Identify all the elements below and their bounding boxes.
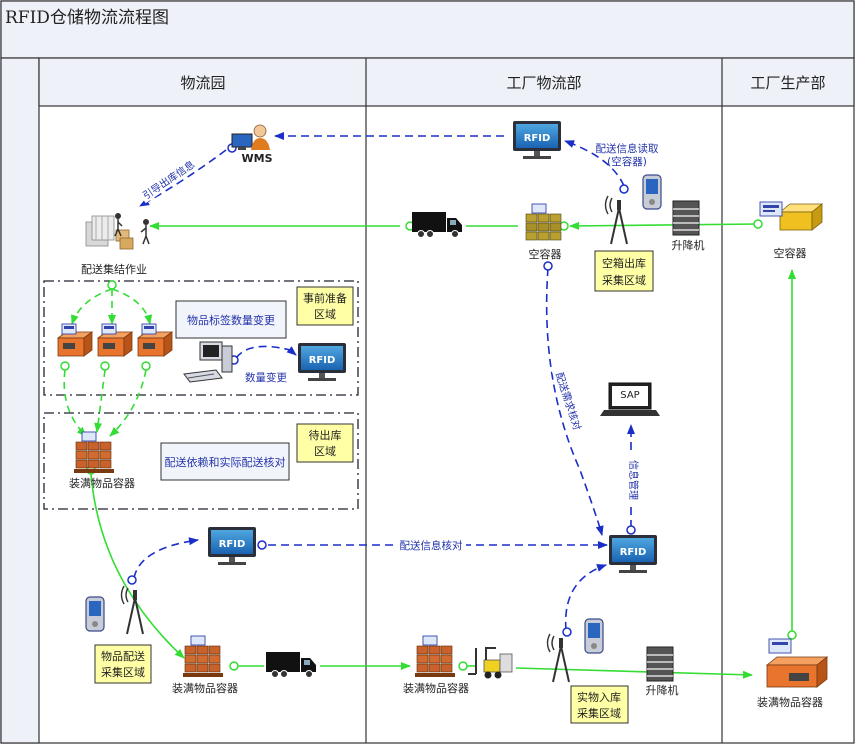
full-container-label-2: 装满物品容器: [172, 681, 238, 695]
lane-header-wuliuyuan: 物流园: [180, 74, 225, 92]
empty-container-label-right: 空容器: [774, 246, 807, 260]
pda-bottom-right-icon: [584, 618, 604, 654]
rfid-label-small: RFID: [309, 355, 336, 366]
svg-text:待出库: 待出库: [309, 428, 342, 442]
delivery-info-read-sub-label: (空容器): [607, 155, 647, 168]
svg-text:区域: 区域: [314, 445, 336, 458]
svg-text:采集区域: 采集区域: [101, 665, 145, 679]
delivery-reconcile-box: 配送依赖和实际配送核对: [160, 442, 290, 481]
svg-text:采集区域: 采集区域: [577, 706, 621, 720]
item-delivery-zone-box: 物品配送 采集区域: [94, 644, 152, 684]
wms-user-icon: [231, 124, 270, 150]
info-management-label: 信息管理: [627, 460, 640, 500]
svg-text:物品配送: 物品配送: [101, 649, 145, 663]
wms-label: WMS: [241, 152, 272, 165]
delivery-info-check-label-bg: [396, 537, 466, 552]
full-container-label-1: 装满物品容器: [69, 476, 135, 490]
lift-top-icon: [672, 200, 700, 236]
full-container-label-3: 装满物品容器: [403, 681, 469, 695]
lane-header-gongchang-wuliubu: 工厂物流部: [506, 74, 581, 92]
svg-text:采集区域: 采集区域: [602, 273, 646, 287]
svg-text:区域: 区域: [314, 308, 336, 321]
waiting-area-note: 待出库 区域: [296, 423, 354, 463]
pda-top-icon: [642, 174, 662, 210]
prep-area-note: 事前准备 区域: [296, 286, 354, 326]
lift-bottom-label: 升降机: [646, 683, 679, 697]
prep-zone-border: [43, 280, 359, 396]
rfid-label-mid-left: RFID: [219, 539, 246, 550]
empty-crate-right-icon: [759, 201, 824, 231]
goods-inbound-zone-box: 实物入库 采集区域: [570, 685, 629, 724]
quantity-change-label: 数量变更: [245, 371, 287, 384]
tag-quantity-change-box: 物品标签数量变更: [175, 300, 287, 339]
title-bar: [0, 0, 855, 59]
lift-top-label: 升降机: [672, 238, 705, 252]
full-container-label-right: 装满物品容器: [757, 695, 823, 709]
empty-box-outbound-zone-box: 空箱出库 采集区域: [594, 250, 654, 292]
waiting-zone-border: [43, 412, 359, 510]
staging-warehouse-icon: [85, 213, 150, 250]
rfid-label-mid-right: RFID: [620, 547, 647, 558]
delivery-info-check-label: 配送信息核对: [400, 539, 463, 552]
lane-header-bar: [38, 57, 855, 107]
empty-container-label-mid: 空容器: [529, 247, 562, 261]
left-gutter: [0, 57, 40, 744]
computer-icon: [183, 341, 233, 383]
forklift-icon: [468, 647, 513, 679]
delivery-info-read-label: 配送信息读取: [596, 142, 659, 155]
diagram-title: RFID仓储物流流程图: [5, 8, 169, 28]
svg-text:实物入库: 实物入库: [577, 690, 621, 704]
svg-text:事前准备: 事前准备: [303, 291, 347, 305]
sap-laptop-icon: [600, 382, 660, 416]
lane-header-gongchang-shengchanbu: 工厂生产部: [750, 74, 825, 92]
pda-bottom-left-icon: [85, 596, 105, 632]
lift-bottom-icon: [646, 646, 674, 682]
svg-text:配送依赖和实际配送核对: 配送依赖和实际配送核对: [165, 455, 286, 469]
svg-text:空箱出库: 空箱出库: [602, 256, 646, 270]
svg-text:物品标签数量变更: 物品标签数量变更: [187, 313, 275, 327]
rfid-label-top: RFID: [524, 133, 551, 144]
sap-label: SAP: [620, 390, 639, 401]
staging-label: 配送集结作业: [81, 262, 147, 276]
full-crate-right-icon: [765, 638, 829, 688]
